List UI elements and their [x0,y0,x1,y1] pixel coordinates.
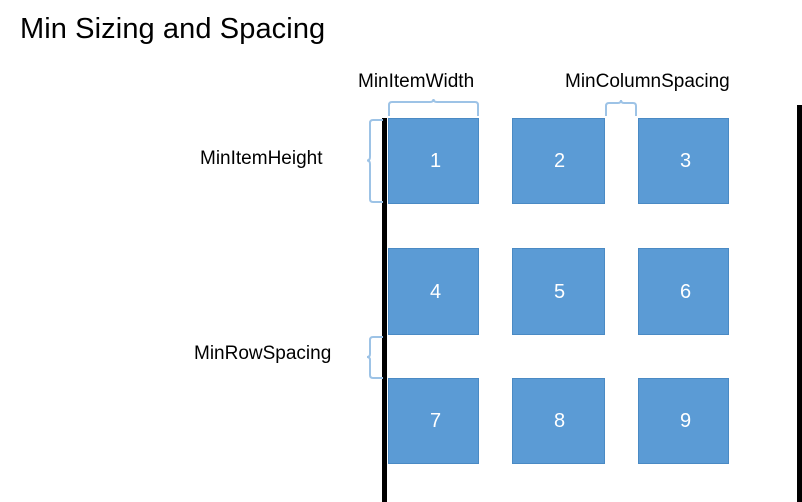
brace-min-item-width-icon [388,97,479,117]
grid-item[interactable]: 1 [388,118,479,204]
grid-item[interactable]: 2 [512,118,605,204]
right-boundary-line [797,105,802,502]
label-min-item-height: MinItemHeight [200,148,323,169]
grid-item-label: 7 [430,410,442,432]
grid-item[interactable]: 4 [388,248,479,335]
brace-min-row-spacing-icon [366,336,384,380]
grid-item[interactable]: 5 [512,248,605,335]
grid-item-label: 6 [680,280,692,303]
label-min-item-width: MinItemWidth [358,71,475,92]
grid-item[interactable]: 6 [638,248,729,335]
grid-item-label: 1 [430,150,442,172]
label-min-row-spacing: MinRowSpacing [194,343,332,364]
grid-item-label: 5 [554,280,566,303]
page-title: Min Sizing and Spacing [20,13,326,45]
grid-item-label: 8 [554,410,566,432]
grid-item-label: 2 [554,150,566,172]
grid-item-label: 3 [680,150,692,172]
brace-min-item-height-icon [366,119,384,204]
left-boundary-line [382,118,387,502]
label-min-column-spacing: MinColumnSpacing [565,71,730,92]
grid-item[interactable]: 9 [638,378,729,464]
grid-item[interactable]: 3 [638,118,729,204]
grid-item[interactable]: 8 [512,378,605,464]
brace-min-column-spacing-icon [605,97,637,117]
grid-item[interactable]: 7 [388,378,479,464]
grid-item-label: 9 [680,410,692,432]
grid-item-label: 4 [430,280,442,303]
